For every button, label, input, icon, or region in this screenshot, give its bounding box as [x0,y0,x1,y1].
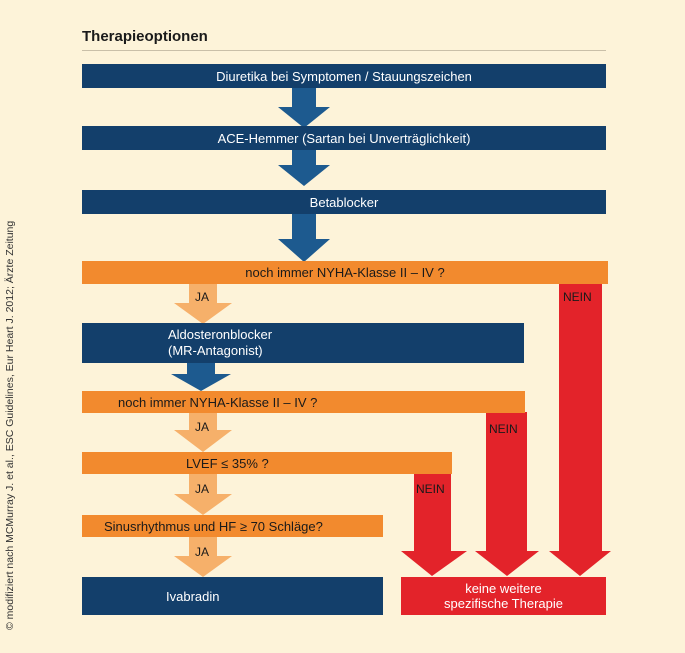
ja-label-2: JA [195,420,210,434]
arrow-ja-4 [174,537,232,577]
title-divider [82,50,606,51]
step-diuretika: Diuretika bei Symptomen / Stauungszeiche… [82,64,606,88]
question-nyha-2: noch immer NYHA-Klasse II – IV ? [82,391,525,413]
arrow-nein-1 [549,283,611,576]
question-lvef-text: LVEF ≤ 35% ? [186,455,269,471]
question-lvef: LVEF ≤ 35% ? [82,452,452,474]
step-ace-hemmer-text: ACE-Hemmer (Sartan bei Unverträglichkeit… [217,130,471,146]
arrow-ace-to-beta [278,146,330,186]
question-nyha-1-text: noch immer NYHA-Klasse II – IV ? [245,265,445,280]
step-betablocker-text: Betablocker [309,194,379,210]
diagram-title: Therapieoptionen [82,28,208,45]
arrow-nein-3 [401,474,467,576]
arrow-diuretika-to-ace [278,88,330,128]
arrow-ja-2 [174,412,232,452]
step-ace-hemmer: ACE-Hemmer (Sartan bei Unverträglichkeit… [82,126,606,150]
step-betablocker: Betablocker [82,190,606,214]
question-nyha-2-text: noch immer NYHA-Klasse II – IV ? [118,394,318,410]
arrow-beta-to-nyha1 [278,212,330,262]
arrow-nein-2 [475,412,539,576]
step-aldosteronblocker-line2: (MR-Antagonist) [168,343,263,358]
result-ivabradin-text: Ivabradin [166,588,220,604]
arrow-aldo-to-nyha2 [171,362,231,391]
arrow-ja-1 [174,283,232,324]
question-sinusrhythmus: Sinusrhythmus und HF ≥ 70 Schläge? [82,515,383,537]
nein-label-1: NEIN [563,290,592,304]
result-ivabradin: Ivabradin [82,577,383,615]
ja-label-4: JA [195,545,210,559]
nein-label-3: NEIN [416,482,445,496]
source-credit: © modifiziert nach MCMurray J. et al., E… [4,220,16,630]
result-keine-therapie-line2: spezifische Therapie [444,596,563,611]
ja-label-3: JA [195,482,210,496]
arrow-ja-3 [174,474,232,515]
step-aldosteronblocker-line1: Aldosteronblocker [168,327,273,342]
step-diuretika-text: Diuretika bei Symptomen / Stauungszeiche… [216,68,472,84]
result-keine-therapie: keine weitere spezifische Therapie [401,577,606,615]
question-sinusrhythmus-text: Sinusrhythmus und HF ≥ 70 Schläge? [104,518,323,534]
result-keine-therapie-line1: keine weitere [465,581,542,596]
step-aldosteronblocker: Aldosteronblocker (MR-Antagonist) [82,323,524,363]
question-nyha-1: noch immer NYHA-Klasse II – IV ? [82,261,608,284]
nein-label-2: NEIN [489,422,518,436]
ja-label-1: JA [195,290,210,304]
